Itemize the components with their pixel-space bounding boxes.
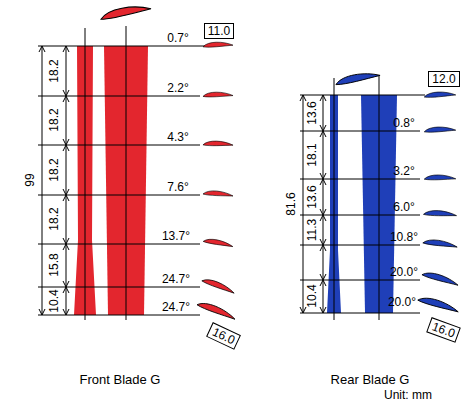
drawing-part (320, 95, 326, 313)
drawing-part (379, 76, 380, 320)
overall-span-dimension: 99 (23, 173, 37, 186)
drawing-part (335, 71, 460, 315)
stagger-angle: 0.8° (393, 116, 414, 130)
unit-note: Unit: mm (384, 388, 432, 402)
drawing-part (418, 294, 460, 315)
section-spacing-dimension: 15.8 (47, 253, 61, 276)
section-spacing-dimension: 18.2 (47, 158, 61, 181)
rear-blade (300, 71, 460, 320)
stagger-angle: 3.2° (393, 164, 414, 178)
section-spacing-dimension: 13.6 (305, 101, 319, 124)
drawing-part (300, 76, 425, 320)
drawing-part (300, 215, 420, 216)
drawing-part (300, 179, 420, 180)
drawing-part (300, 280, 420, 281)
stagger-angle: 20.0° (390, 265, 418, 279)
drawing-part (100, 4, 237, 322)
stagger-angle: 20.0° (388, 295, 416, 309)
section-spacing-dimension: 18.2 (47, 207, 61, 230)
drawing-part (203, 140, 233, 147)
drawing-part (203, 189, 233, 198)
chord-dimension: 16.0 (206, 322, 241, 350)
blade-title: Rear Blade G (331, 373, 410, 387)
drawing-part (422, 269, 459, 288)
blade-title: Front Blade G (80, 373, 161, 387)
drawing-part (335, 71, 381, 85)
stagger-angle: 24.7° (162, 300, 190, 314)
drawing-part (38, 96, 200, 97)
section-spacing-dimension: 18.1 (305, 143, 319, 166)
stagger-angle: 7.6° (167, 180, 188, 194)
stagger-angle: 2.2° (167, 81, 188, 95)
drawing-part (300, 95, 425, 96)
stagger-angle: 13.7° (162, 229, 190, 243)
chord-dimension: 12.0 (428, 71, 459, 87)
chord-dimension: 16.0 (427, 317, 462, 343)
drawing-part (42, 46, 43, 315)
drawing-part (100, 4, 152, 20)
drawing-part (424, 92, 456, 97)
drawing-part (197, 299, 237, 322)
drawing-part (38, 244, 200, 245)
drawing-part (423, 209, 456, 218)
chord-dimension: 11.0 (204, 23, 234, 39)
drawing-part (63, 46, 69, 315)
section-spacing-dimension: 18.2 (47, 108, 61, 131)
stagger-angle: 6.0° (393, 200, 414, 214)
drawing-part (38, 195, 200, 196)
section-spacing-dimension: 10.4 (47, 289, 61, 312)
drawing-part (423, 237, 458, 249)
section-spacing-dimension: 18.2 (47, 59, 61, 82)
section-spacing-dimension: 10.4 (305, 284, 319, 307)
front-blade (38, 4, 237, 322)
drawing-part (126, 26, 127, 320)
drawing-part (203, 42, 233, 47)
section-spacing-dimension: 11.3 (305, 219, 319, 241)
stagger-angle: 10.8° (390, 230, 418, 244)
section-spacing-dimension: 13.6 (305, 185, 319, 208)
drawing-part (300, 313, 420, 314)
drawing-part (300, 131, 420, 132)
drawing-part (38, 46, 205, 47)
drawing-part (39, 46, 45, 315)
stagger-angle: 0.7° (167, 31, 188, 45)
drawing-part (38, 287, 200, 288)
stagger-angle: 4.3° (167, 130, 188, 144)
drawing-part (202, 276, 236, 296)
drawing-part (85, 28, 86, 320)
drawing-part (424, 127, 456, 133)
drawing-part (300, 245, 420, 246)
stagger-angle: 24.7° (162, 272, 190, 286)
overall-span-dimension: 81.6 (284, 192, 298, 215)
drawing-part (38, 145, 200, 146)
drawing-part (203, 237, 233, 249)
drawing-part (66, 46, 67, 315)
drawing-part (334, 78, 335, 320)
drawing-part (203, 92, 233, 98)
drawing-part (38, 315, 200, 316)
drawing-part (38, 26, 205, 320)
drawing-part (303, 95, 304, 313)
drawing-part (424, 174, 456, 181)
